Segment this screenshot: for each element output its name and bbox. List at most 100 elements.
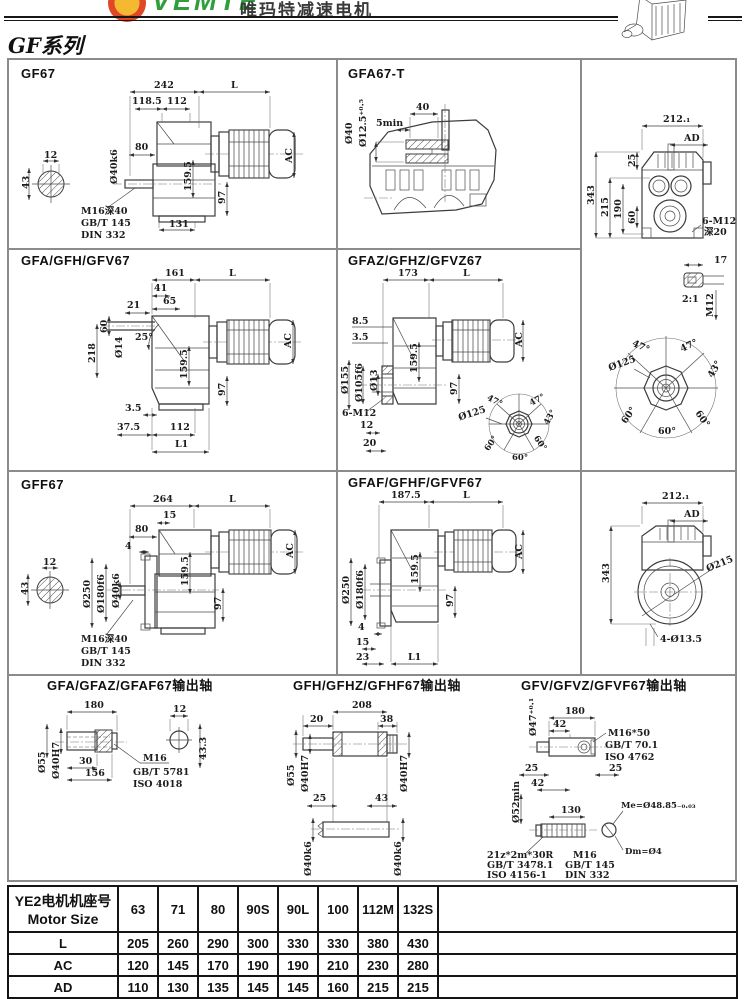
motor-size-header-cell: YE2电机机座号 Motor Size [7,885,119,933]
value-cell: 300 [237,931,279,955]
dim-label: 264 [153,494,173,505]
dim-label: AC [284,148,295,164]
drawing-gf67: GF67 12 43 242 [21,66,303,241]
angle-label: 47° [679,337,700,355]
dim-label: 180 [84,700,104,711]
dim-label: Ø180f6 [355,570,366,609]
spec-note: M16深40 [81,633,128,645]
angle-label: 43° [542,408,559,427]
dim-label: 212.₁ [663,114,690,125]
dim-label: 130 [561,805,581,816]
grid-vline-1 [336,58,338,675]
spec-note: DIN 332 [81,658,126,669]
angle-label: 25° [135,332,153,343]
header-rule-right [708,16,742,21]
dim-label: Dm=Ø4 [625,846,662,857]
size-header-cell: 112M [357,885,399,933]
dimension-lines: 212.₁ AD 343 Ø215 4-Ø13.5 [601,491,735,646]
brand-name: VEMTE [152,0,261,16]
dim-label: 4-Ø13.5 [660,634,702,645]
dim-label: 41 [154,283,167,294]
dim-label: Ø40k6 [111,573,122,608]
dim-label: AC [285,543,296,559]
dim-label: 43 [21,176,32,189]
drawing-title: GF67 [21,66,56,81]
spec-note: 6-M12 [702,216,736,227]
drawing-title: GFF67 [21,477,64,492]
spec-note: GB/T 5781 [133,767,189,778]
value-cell: 135 [197,975,239,999]
dim-label: 8.5 [352,316,369,327]
value-cell: 280 [397,953,439,977]
value-cell: 260 [157,931,199,955]
table-row: L 205 260 290 300 330 330 380 430 [7,931,738,955]
dim-label: 343 [586,185,597,205]
spec-note: GB/T 145 [565,860,615,871]
drawing-shaft-gfa: GFA/GFAZ/GFAF67输出轴 180 12 43.3 Ø55 Ø40H7… [37,678,212,790]
drawing-gfa67t: GFA67-T 40 5min Ø40 Ø12.5⁺⁰·⁵ [344,66,497,215]
flange-bolt-pattern-view: Ø125 47° 47° 43° 60° 60° 60° [607,336,724,439]
dim-label: 97 [217,191,228,204]
dim-label: Ø155 [340,366,351,394]
grid-hline-2 [7,470,737,472]
spec-note: M16深40 [81,205,128,217]
dim-label: 159.5 [179,349,190,379]
grid-hline-3 [7,674,737,676]
dim-label: 37.5 [117,422,140,433]
value-cell: 145 [237,975,279,999]
dim-label: 187.5 [391,490,421,501]
row-label-cell: L [7,931,119,955]
dim-label: Ø40k6 [393,841,404,876]
angle-label: 60° [658,426,676,437]
dim-label: Ø55 [37,752,48,774]
spec-note: 21z*2m*30R [487,850,553,861]
table-row: AD 110 130 135 145 145 160 215 215 [7,975,738,999]
spec-note: 6-M12 [342,408,376,419]
angle-label: 47° [630,338,651,356]
dim-label: Ø40H7 [300,755,311,792]
angle-label: 60° [619,405,638,426]
dim-label: 30 [79,756,93,767]
gearbox-3d-icon [621,0,687,41]
dim-label: 190 [613,199,624,219]
dim-label: 4 [358,622,365,633]
value-cell: 110 [117,975,159,999]
value-cell: 215 [397,975,439,999]
angle-label: 60° [692,409,711,430]
dim-label: 3.5 [125,403,142,414]
spec-note: ISO 4018 [133,779,183,790]
dim-label: L [231,80,238,91]
size-header-cell: 71 [157,885,199,933]
value-cell: 160 [317,975,359,999]
angle-label: 47° [528,392,547,408]
tap-note: 6-M12 深20 [691,216,736,238]
dim-label: 97 [213,597,224,610]
drawing-shaft-gfv: GFV/GFVZ/GFVF67输出轴 Ø47⁺⁰·¹ 180 42 M16*50… [487,678,696,881]
grid-vline-2 [580,58,582,675]
dim-label: Ø250 [341,576,352,604]
dimension-lines: 187.5 L Ø250 Ø180f6 159.5 97 AC 4 15 23 … [341,490,525,666]
drawing-title: GFAZ/GFHZ/GFVZ67 [348,253,482,268]
housing-section-view [364,104,497,215]
dim-label: AC [283,333,294,349]
dim-label: 15 [163,510,176,521]
dim-label: 159.5 [183,161,194,191]
drawing-title: GFV/GFVZ/GFVF67输出轴 [521,678,687,693]
value-cell: 190 [277,953,319,977]
scale-detail-2to1: 17 2:1 M12 [682,255,727,320]
shaft-section-view: 12 43 [20,557,69,609]
dim-label: 25 [525,763,538,774]
dim-label: 23 [356,652,369,663]
value-cell: 145 [157,953,199,977]
spec-note: GB/T 145 [81,646,131,657]
dim-label: L1 [175,439,188,450]
spec-note: ISO 4762 [605,752,654,763]
drawing-gfaz-gfhz-gfvz67: GFAZ/GFHZ/GFVZ67 173 L 8.5 3.5 [340,253,559,463]
drawing-title: GFA/GFH/GFV67 [21,253,130,268]
dim-label: 97 [449,382,460,395]
empty-cell [437,975,738,999]
dimension-lines: 161 L 41 65 21 60 Ø14 218 25° 159.5 97 A… [87,268,295,454]
dim-label: L [463,490,470,501]
size-header-cell: 63 [117,885,159,933]
